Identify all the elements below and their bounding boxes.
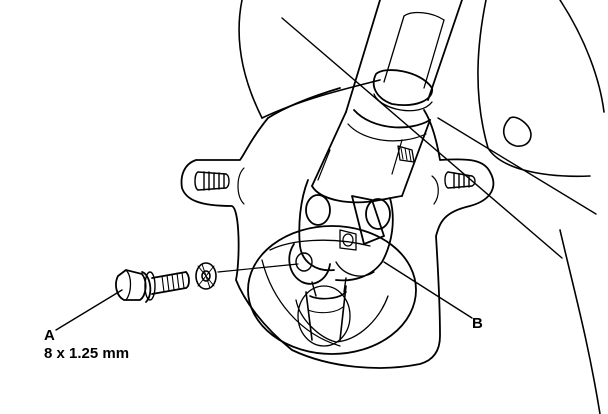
- leader-line-b: [383, 261, 473, 319]
- lock-washer: [195, 262, 217, 290]
- left-stud: [194, 171, 230, 191]
- lower-yoke: [288, 179, 394, 297]
- leader-line-a: [55, 289, 123, 331]
- background-panel: [238, 0, 605, 414]
- boot-opening: [247, 225, 417, 355]
- guide-lines: [281, 17, 597, 259]
- mounting-bracket: [180, 87, 495, 369]
- callout-label-b: B: [472, 315, 483, 332]
- flange-bolt-a: [115, 269, 190, 303]
- lower-shaft: [305, 285, 347, 341]
- upper-shaft: [345, 0, 463, 142]
- upper-yoke: [311, 111, 431, 204]
- bolt-size-spec: 8 x 1.25 mm: [44, 345, 130, 362]
- bolt-axis-line: [217, 263, 299, 273]
- right-stud: [444, 171, 476, 189]
- callout-label-a: A: [44, 327, 55, 344]
